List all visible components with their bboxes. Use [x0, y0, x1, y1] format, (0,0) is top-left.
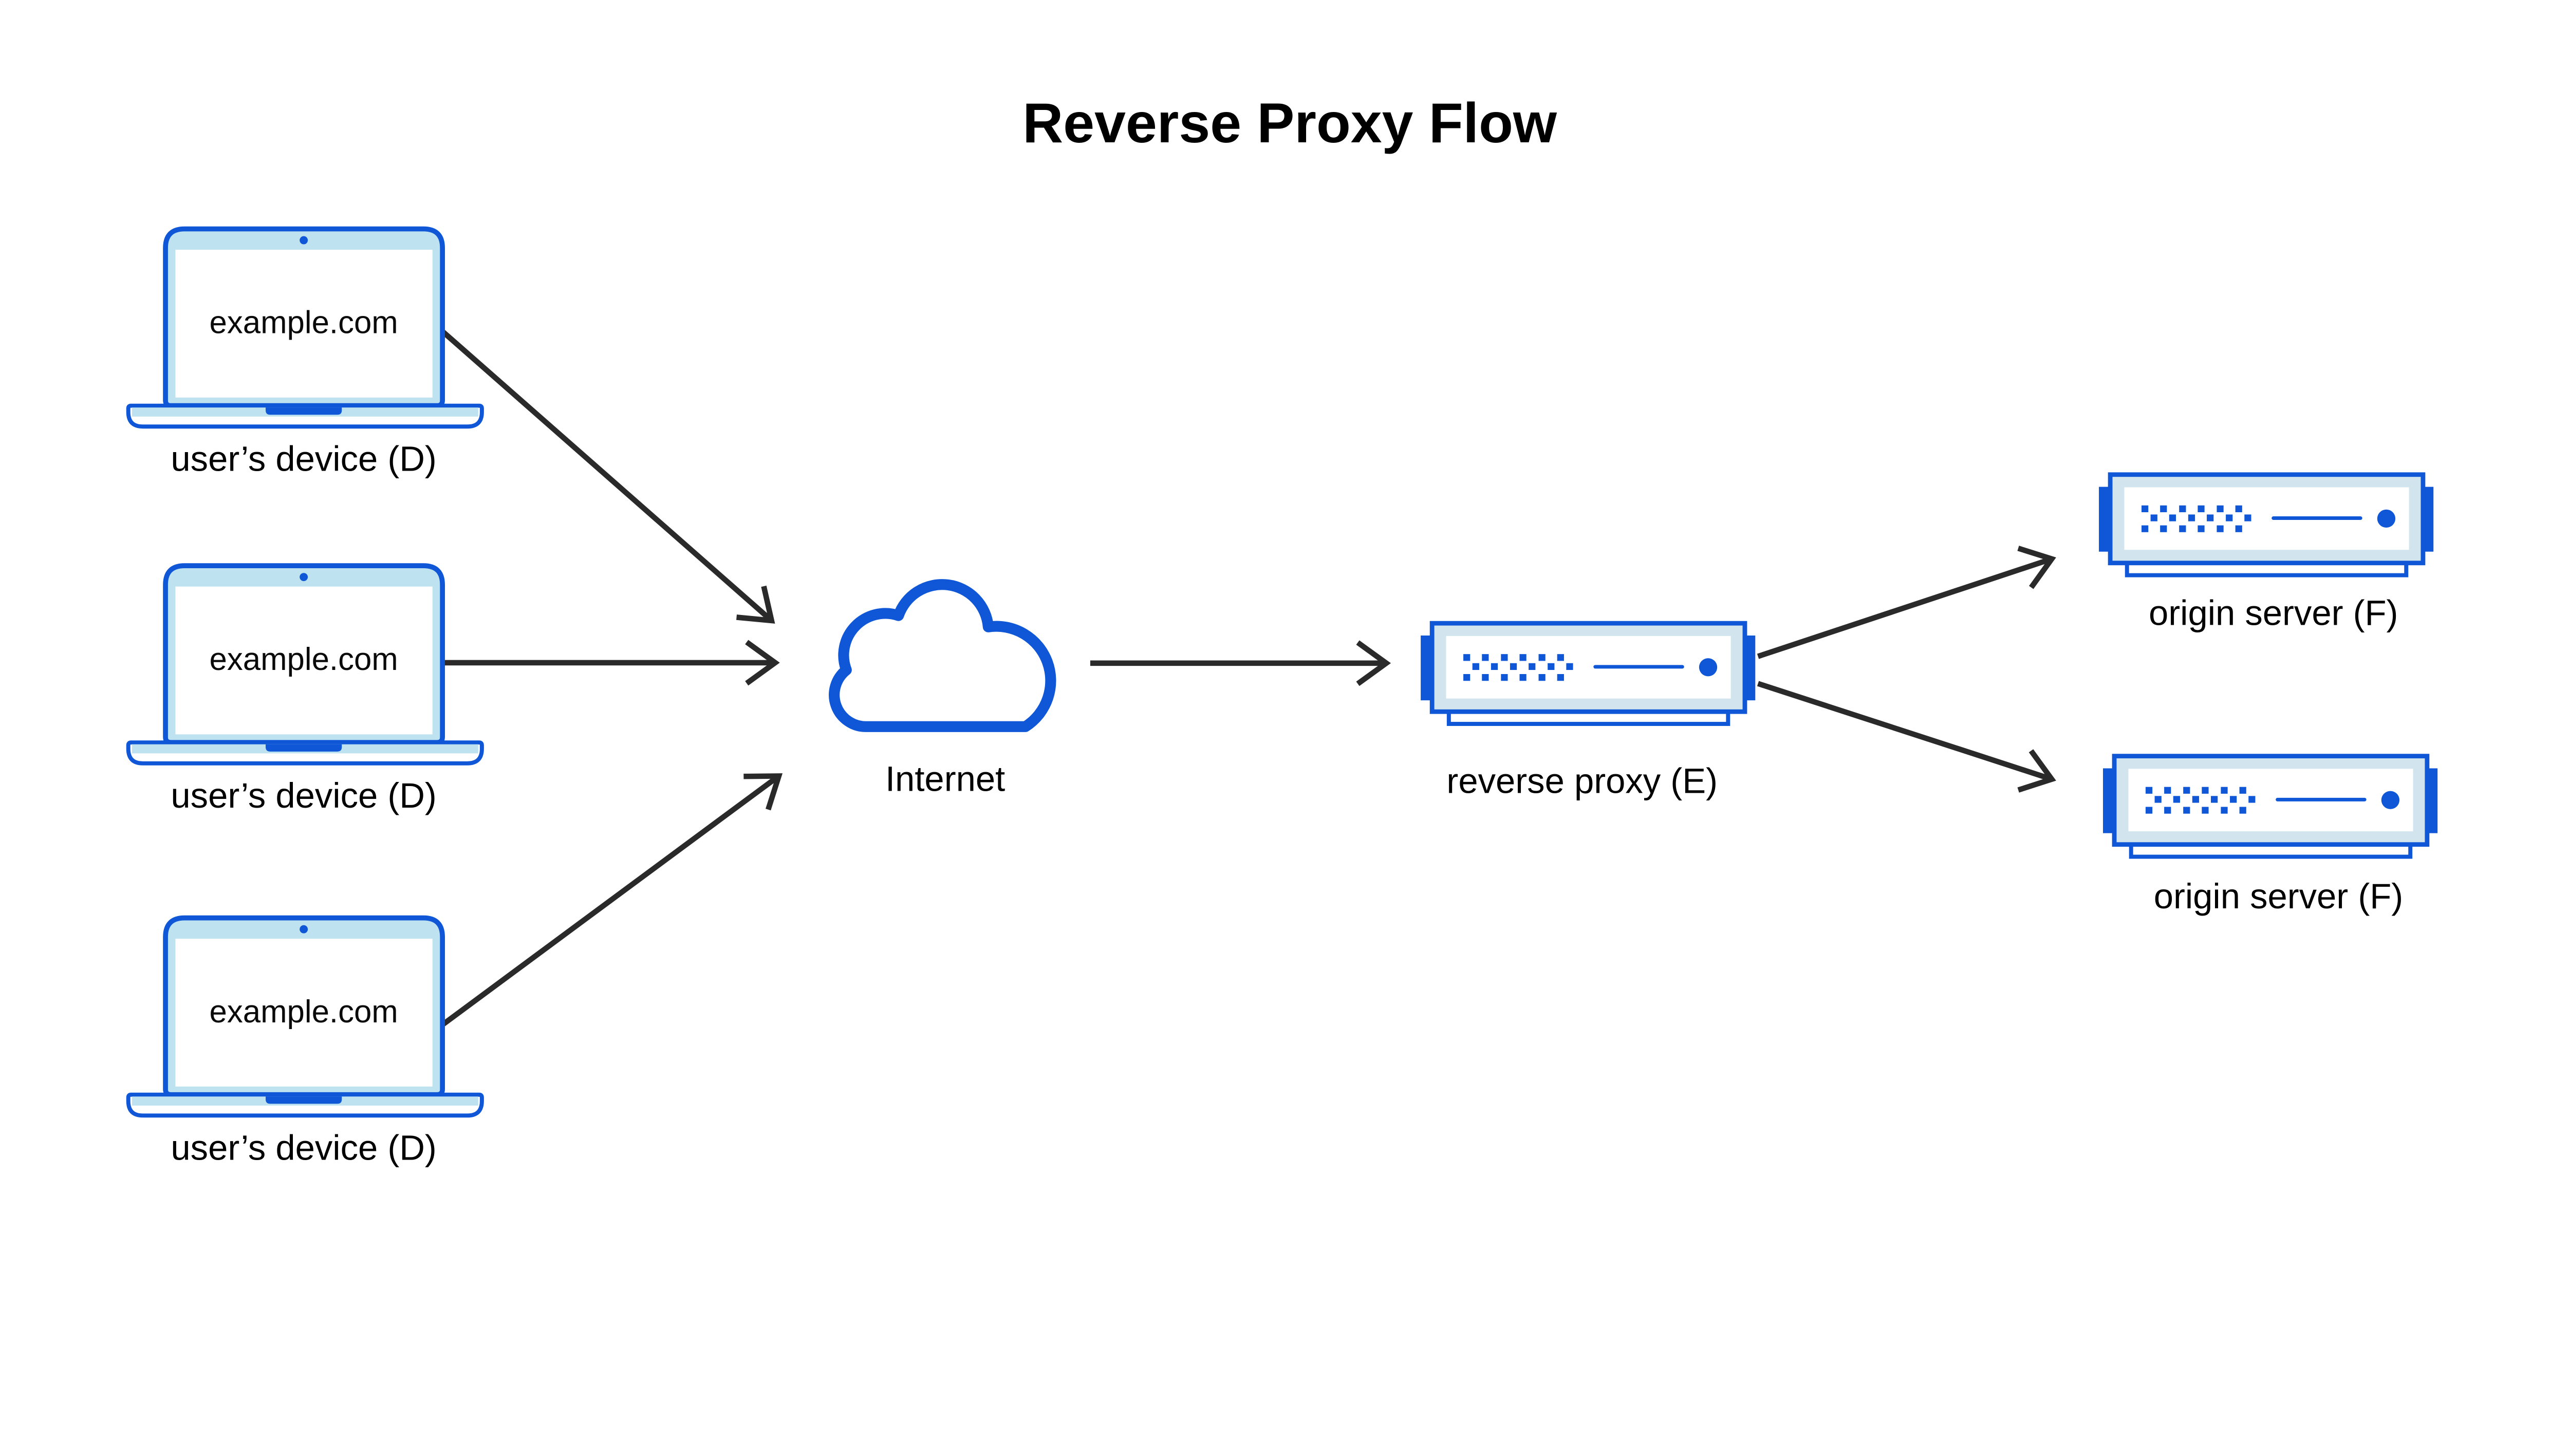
origin-server-1-label: origin server (F)	[2149, 593, 2398, 632]
server-icon	[2099, 475, 2433, 575]
user-device-2: example.com user’s device (D)	[128, 566, 482, 815]
user-device-1: example.com user’s device (D)	[128, 229, 482, 478]
device-2-label: user’s device (D)	[171, 776, 436, 815]
arrow-proxy-to-origin1	[1757, 546, 2056, 659]
connection-arrows	[440, 329, 2056, 1027]
internet-label: Internet	[885, 759, 1005, 798]
origin-server-1: origin server (F)	[2099, 475, 2433, 632]
user-device-3: example.com user’s device (D)	[128, 918, 482, 1167]
reverse-proxy-flow-diagram: Reverse Proxy Flow example.com user’s de…	[125, 91, 2440, 1168]
arrow-proxy-to-origin2	[1757, 681, 2056, 793]
internet-node: Internet	[829, 579, 1056, 798]
cloud-icon	[829, 579, 1056, 732]
device-2-screen-text: example.com	[210, 642, 398, 677]
arrow-device1-to-internet	[440, 329, 775, 624]
diagram-canvas: Reverse Proxy Flow example.com user’s de…	[125, 91, 2440, 1168]
server-icon	[2103, 756, 2437, 857]
reverse-proxy-label: reverse proxy (E)	[1446, 761, 1718, 801]
device-3-screen-text: example.com	[210, 994, 398, 1030]
diagram-title: Reverse Proxy Flow	[1022, 92, 1557, 155]
origin-server-2-label: origin server (F)	[2154, 876, 2403, 916]
device-1-label: user’s device (D)	[171, 439, 436, 478]
reverse-proxy-node: reverse proxy (E)	[1421, 623, 1755, 801]
arrow-device3-to-internet	[441, 773, 783, 1027]
origin-server-2: origin server (F)	[2103, 756, 2437, 916]
server-icon	[1421, 623, 1755, 724]
device-1-screen-text: example.com	[210, 305, 398, 341]
device-3-label: user’s device (D)	[171, 1128, 436, 1167]
